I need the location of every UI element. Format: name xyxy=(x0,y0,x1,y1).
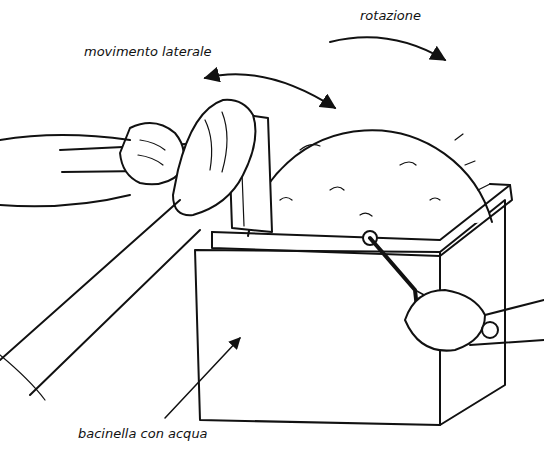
lateral-movement-label: movimento laterale xyxy=(84,44,212,59)
water-tray-label: bacinella con acqua xyxy=(78,426,208,441)
rotation-label: rotazione xyxy=(360,8,421,23)
